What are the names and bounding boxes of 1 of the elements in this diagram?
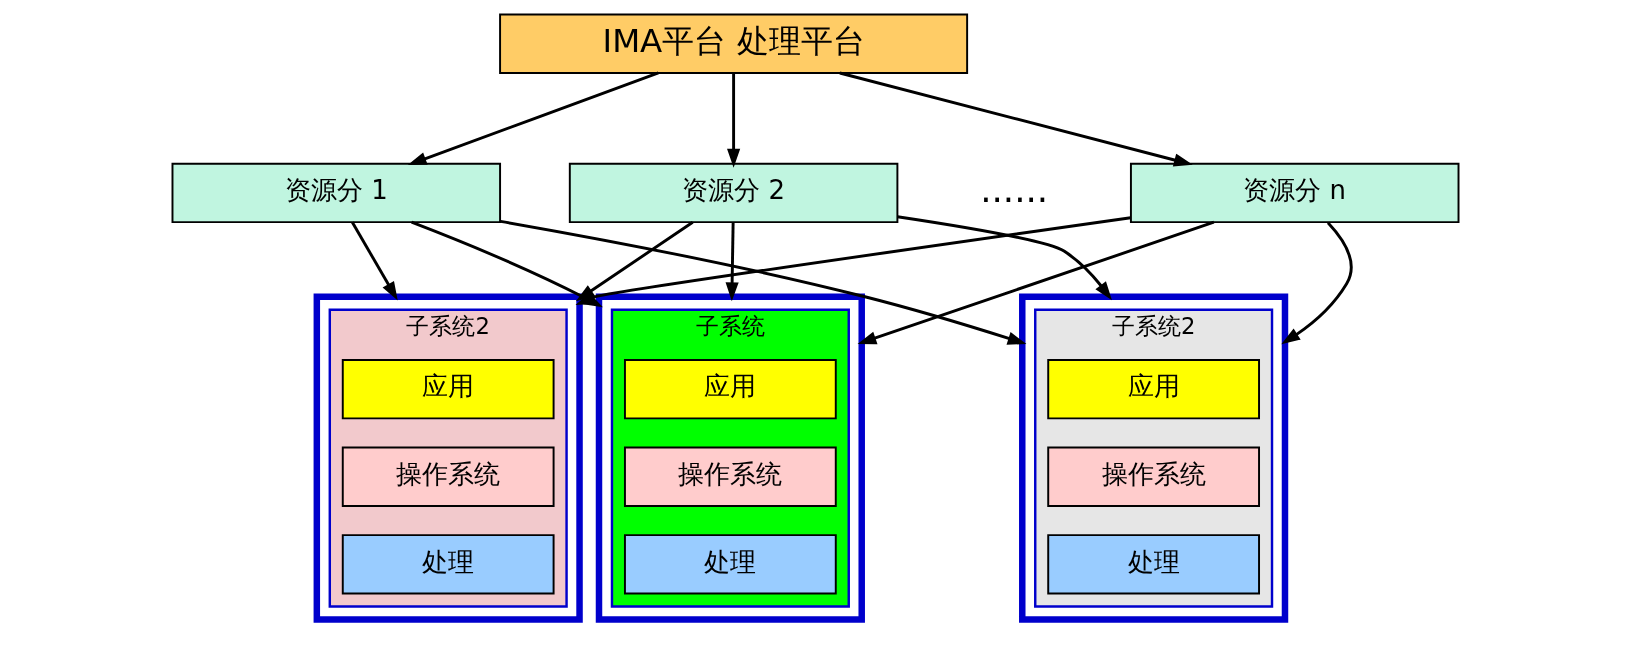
label: ...... <box>979 169 1048 211</box>
